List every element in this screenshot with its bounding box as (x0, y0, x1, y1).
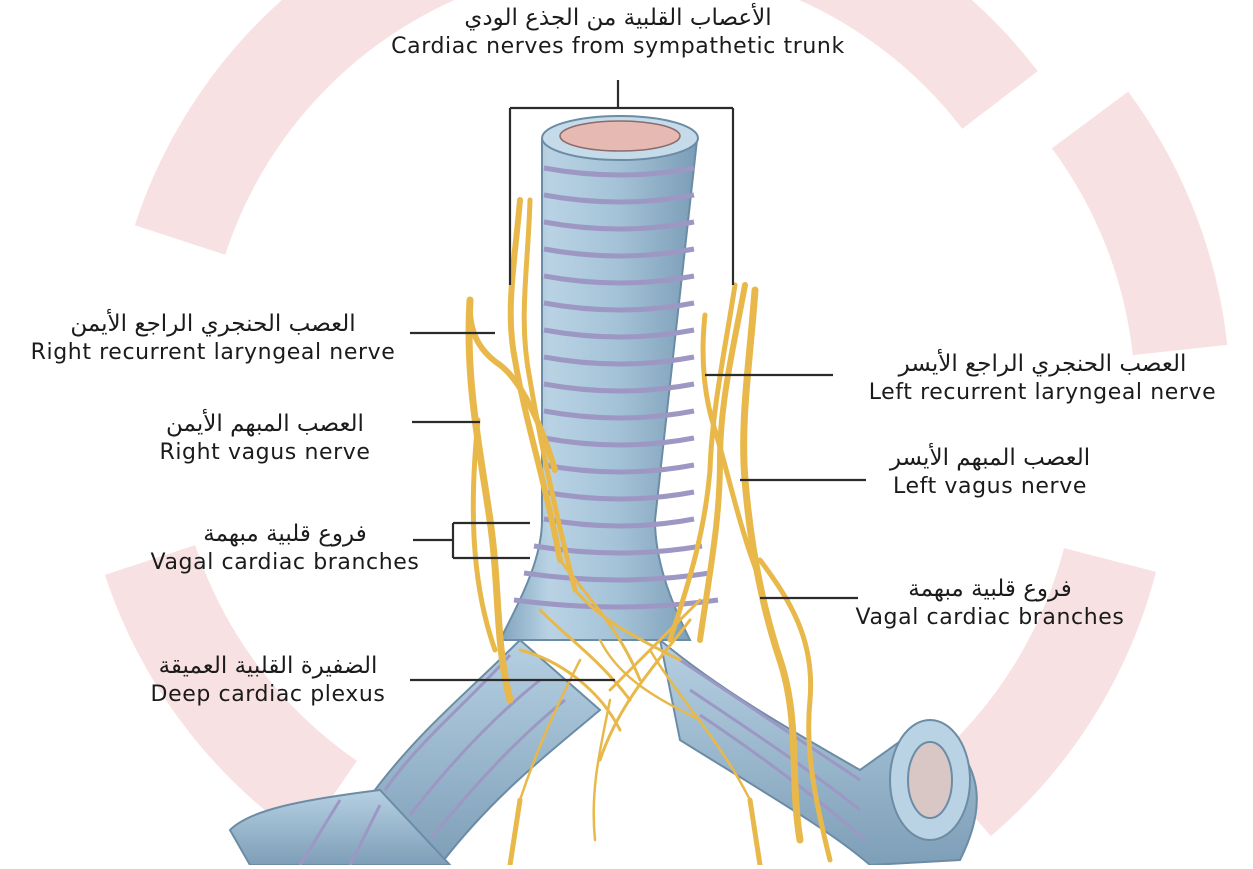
label-en: Right vagus nerve (130, 439, 400, 467)
label-ar: الأعصاب القلبية من الجذع الودي (338, 4, 898, 33)
label-ar: فروع قلبية مبهمة (830, 575, 1150, 604)
label-en: Vagal cardiac branches (125, 549, 445, 577)
label-cardiac-nerves: الأعصاب القلبية من الجذع الودي Cardiac n… (338, 4, 898, 60)
label-en: Deep cardiac plexus (118, 681, 418, 709)
label-ar: العصب الحنجري الراجع الأيسر (840, 350, 1245, 379)
label-right-recurrent-laryngeal: العصب الحنجري الراجع الأيمن Right recurr… (8, 310, 418, 366)
label-right-vagus: العصب المبهم الأيمن Right vagus nerve (130, 410, 400, 466)
label-deep-cardiac-plexus: الضفيرة القلبية العميقة Deep cardiac ple… (118, 652, 418, 708)
label-ar: العصب المبهم الأيسر (860, 444, 1120, 473)
label-ar: العصب الحنجري الراجع الأيمن (8, 310, 418, 339)
label-vagal-cardiac-branches-right: فروع قلبية مبهمة Vagal cardiac branches (125, 520, 445, 576)
label-en: Left vagus nerve (860, 473, 1120, 501)
label-ar: الضفيرة القلبية العميقة (118, 652, 418, 681)
label-ar: فروع قلبية مبهمة (125, 520, 445, 549)
label-vagal-cardiac-branches-left: فروع قلبية مبهمة Vagal cardiac branches (830, 575, 1150, 631)
label-left-vagus: العصب المبهم الأيسر Left vagus nerve (860, 444, 1120, 500)
label-en: Cardiac nerves from sympathetic trunk (338, 33, 898, 61)
label-left-recurrent-laryngeal: العصب الحنجري الراجع الأيسر Left recurre… (840, 350, 1245, 406)
label-en: Right recurrent laryngeal nerve (8, 339, 418, 367)
label-ar: العصب المبهم الأيمن (130, 410, 400, 439)
label-en: Vagal cardiac branches (830, 604, 1150, 632)
label-en: Left recurrent laryngeal nerve (840, 379, 1245, 407)
right-main-bronchus (660, 640, 977, 865)
